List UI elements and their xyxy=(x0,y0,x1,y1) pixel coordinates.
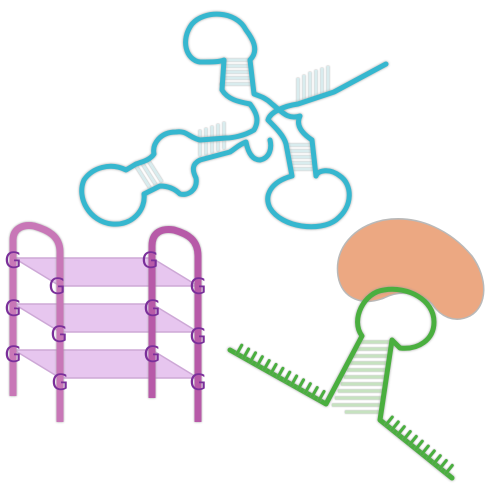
hairpin-base xyxy=(426,449,436,461)
hairpin-bases xyxy=(235,343,454,475)
guanine-label: G xyxy=(48,275,65,300)
guanine-label: G xyxy=(189,275,206,300)
hairpin-base xyxy=(249,351,257,364)
rna-hairpin-protein-icon xyxy=(227,218,485,481)
guanine-label: G xyxy=(143,297,160,322)
hairpin-backbone xyxy=(227,286,455,481)
hairpin-base xyxy=(384,415,394,427)
guanine-label: G xyxy=(189,371,206,396)
guanine-label: G xyxy=(189,325,206,350)
hairpin-base xyxy=(269,362,278,375)
hairpin-base xyxy=(235,343,244,356)
hairpin-base xyxy=(396,425,406,436)
hairpin-base xyxy=(408,434,418,446)
guanine-label: G xyxy=(4,249,21,274)
trna-backbone xyxy=(79,11,389,230)
hairpin-base xyxy=(283,370,292,383)
g-quadruplex-icon: G G G G G G G G G G G G xyxy=(4,222,207,422)
hairpin-base xyxy=(420,444,430,456)
guanine-label: G xyxy=(50,323,67,348)
guanine-label: G xyxy=(4,297,21,322)
guanine-label: G xyxy=(51,371,68,396)
hairpin-base xyxy=(276,366,285,379)
g-strand xyxy=(148,226,202,422)
hairpin-base xyxy=(414,439,424,451)
guanine-label: G xyxy=(143,343,160,368)
trna-cloverleaf-icon xyxy=(79,11,389,230)
guanine-labels: G G G G G G G G G G G G xyxy=(4,249,206,396)
hairpin-base xyxy=(390,420,400,432)
hairpin-base xyxy=(402,430,412,441)
hairpin-base xyxy=(262,359,271,371)
guanine-label: G xyxy=(4,343,21,368)
hairpin-base xyxy=(255,355,264,367)
hairpin-base xyxy=(297,378,305,391)
hairpin-base xyxy=(290,374,299,387)
g-strand xyxy=(9,222,64,422)
hairpin-base xyxy=(432,454,442,465)
hairpin-base xyxy=(438,459,448,470)
hairpin-base xyxy=(303,382,312,394)
g-quartet-plane xyxy=(11,349,201,379)
hairpin-stem-rungs xyxy=(332,340,390,414)
guanine-label: G xyxy=(141,249,158,274)
g-quartet-plane xyxy=(11,257,201,287)
hairpin-base xyxy=(444,463,454,475)
hairpin-base xyxy=(310,386,319,398)
hairpin-base xyxy=(317,389,326,402)
hairpin-base xyxy=(242,347,251,360)
g-quartet-planes xyxy=(11,257,201,379)
protein-blob xyxy=(336,218,485,320)
g-quartet-plane xyxy=(11,303,201,333)
